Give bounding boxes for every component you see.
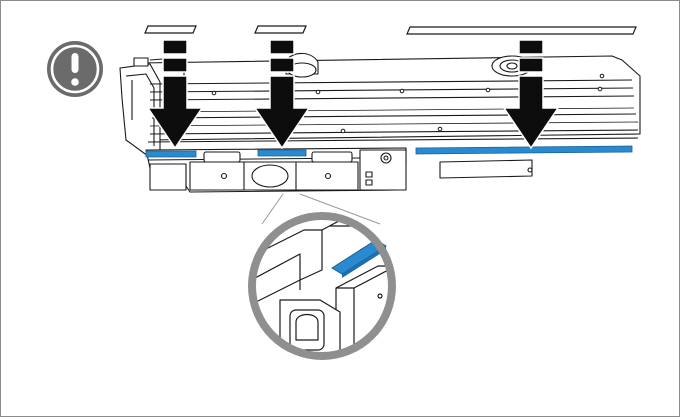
tape-strips-loose (144, 25, 637, 35)
placement-arrows (146, 39, 560, 150)
tape-strip-middle (254, 25, 307, 34)
tape-strip-left (144, 25, 197, 34)
door-rail-assembly (119, 52, 641, 193)
down-arrow-icon (502, 39, 560, 150)
detail-zoom-circle (248, 212, 396, 360)
down-arrow-icon (253, 39, 311, 150)
magnifier-leader (261, 193, 381, 225)
applied-tape-left (145, 150, 197, 158)
exclamation-icon (47, 41, 103, 97)
down-arrow-icon (146, 39, 204, 150)
applied-tape (145, 145, 633, 158)
applied-tape-middle (257, 149, 307, 157)
applied-tape-right (415, 145, 633, 155)
tape-strip-right (406, 26, 637, 35)
